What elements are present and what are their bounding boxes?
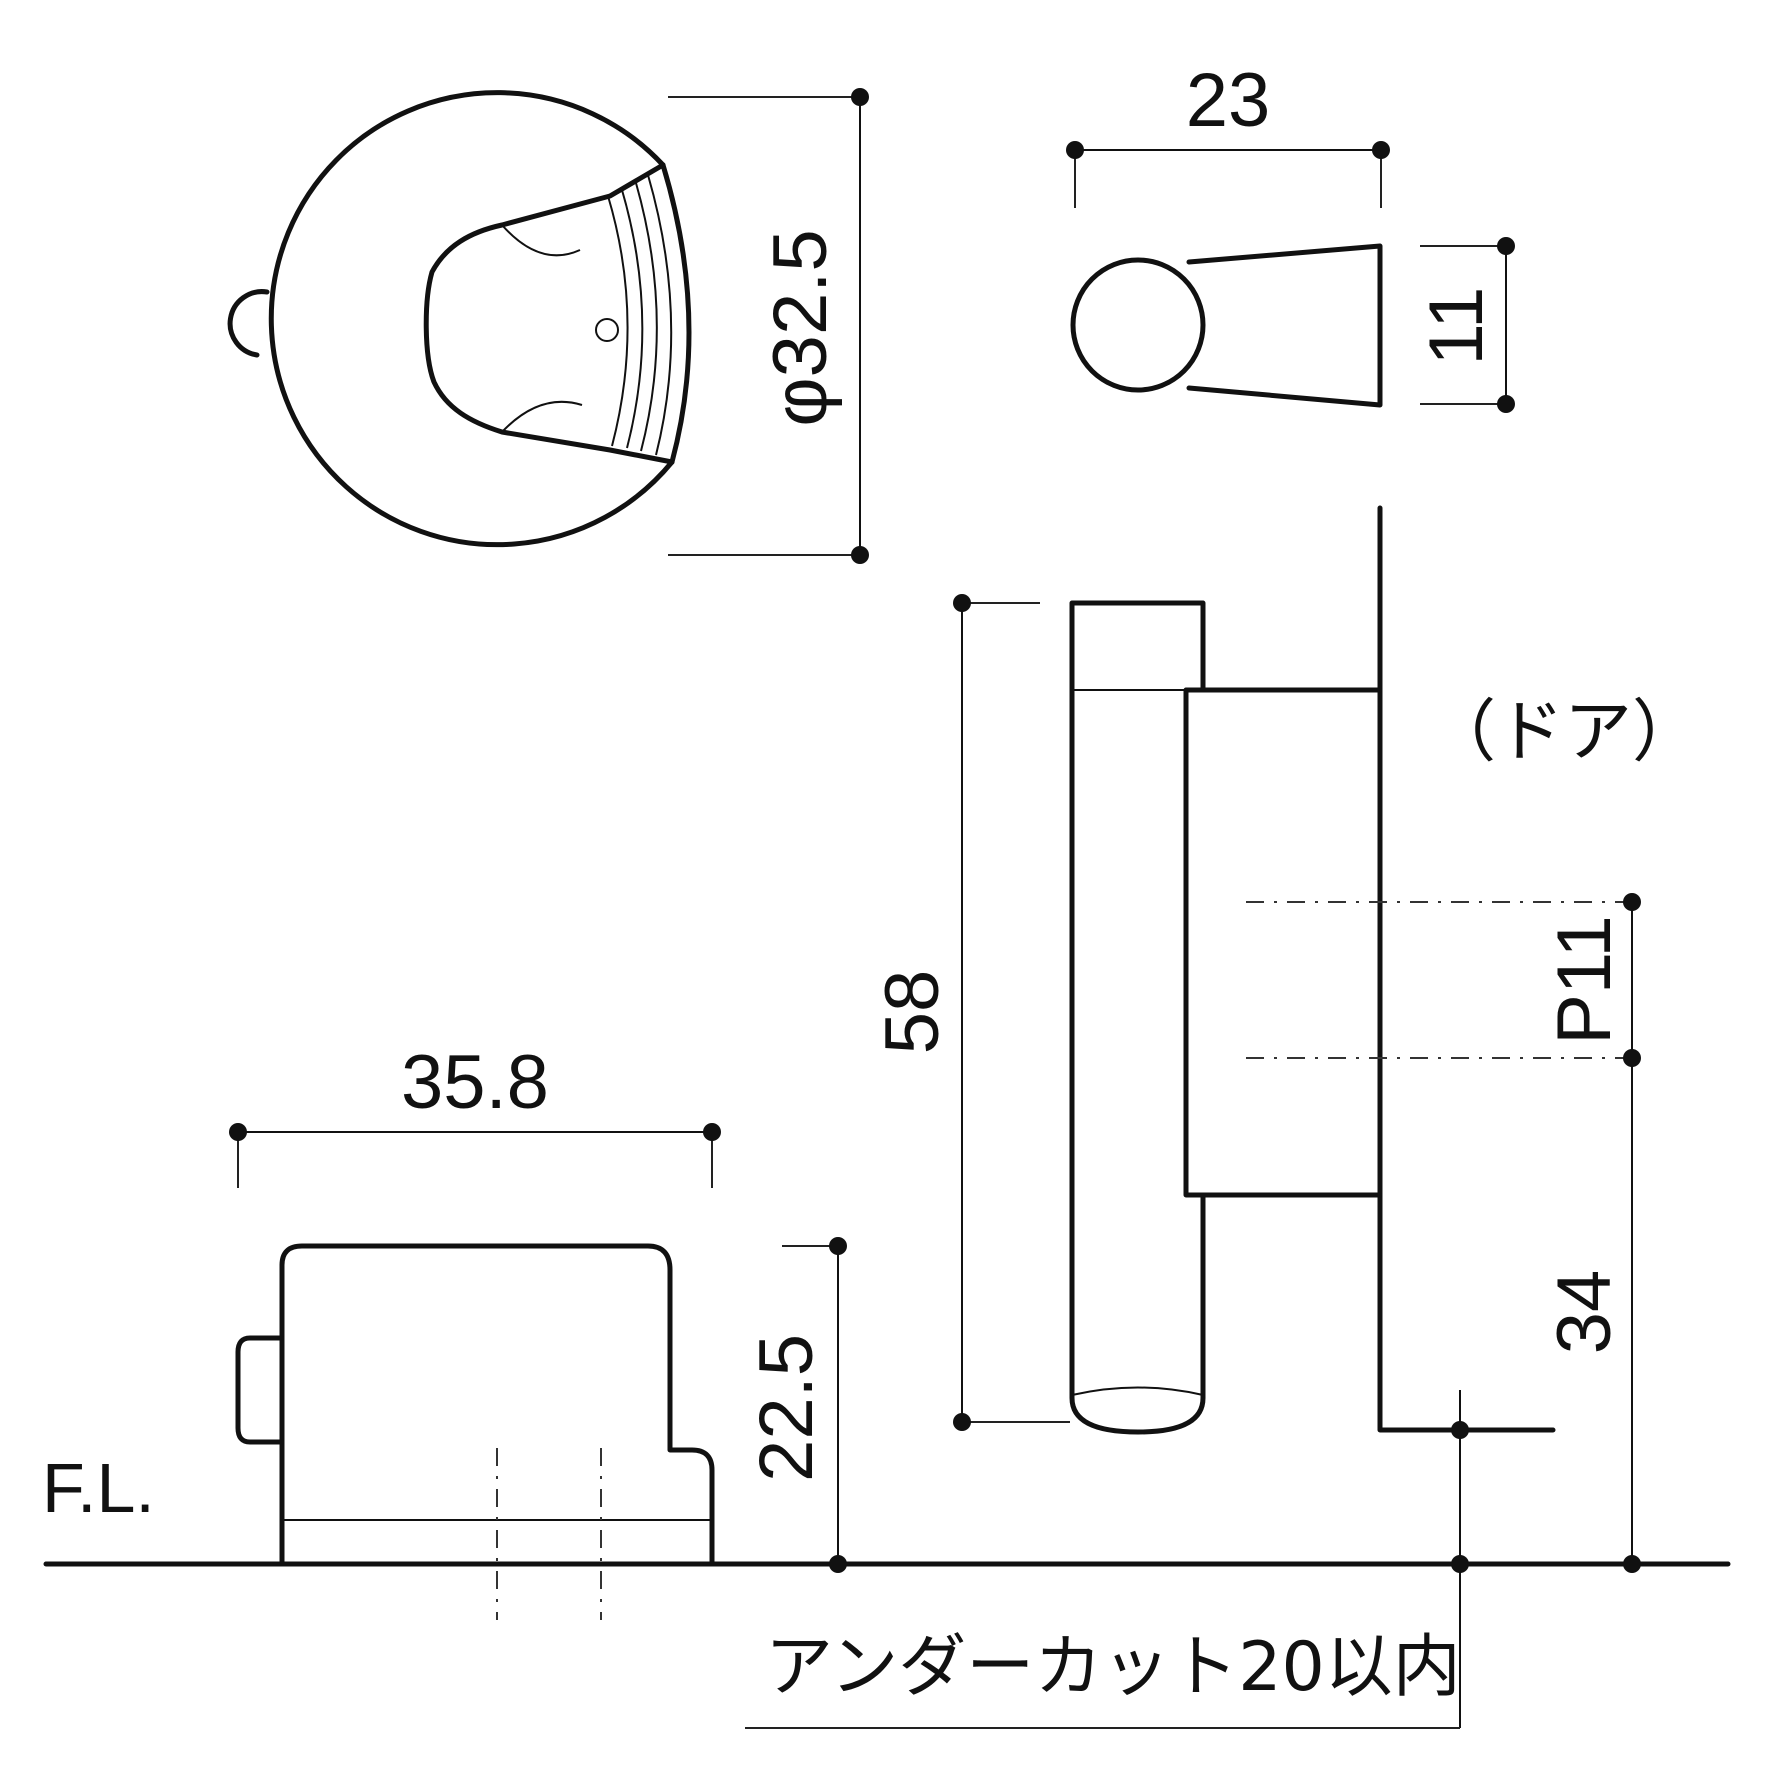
height-total-label: 58 — [870, 970, 955, 1055]
base-height-label: 22.5 — [744, 1334, 829, 1482]
dimension-base-width: 35.8 — [229, 1040, 721, 1188]
dimension-diameter: φ32.5 — [668, 88, 869, 564]
dimension-base-height: 22.5 — [744, 1237, 847, 1573]
dimension-undercut: アンダーカット20以内 — [745, 1390, 1469, 1729]
dimension-height-total: 58 — [870, 594, 1070, 1431]
base-width-label: 35.8 — [401, 1040, 549, 1125]
door-label: （ドア） — [1428, 693, 1700, 772]
side-view-knob — [1070, 243, 1383, 408]
pitch-label: P11 — [1542, 915, 1627, 1045]
dimension-thickness: 11 — [1414, 237, 1515, 413]
height-from-floor-label: 34 — [1542, 1270, 1627, 1355]
diameter-label: φ32.5 — [758, 229, 843, 426]
floor-holder: F.L. — [42, 1243, 1731, 1620]
dimension-width-top: 23 — [1066, 58, 1390, 208]
door-elevation: （ドア） — [1069, 505, 1700, 1435]
dimension-height-from-floor: 34 — [1542, 1270, 1641, 1573]
width-top-label: 23 — [1186, 58, 1271, 143]
floor-label: F.L. — [42, 1449, 155, 1527]
dimension-pitch: P11 — [1542, 893, 1641, 1564]
thickness-label: 11 — [1414, 287, 1499, 366]
plan-view-circle — [227, 90, 692, 548]
undercut-label: アンダーカット20以内 — [765, 1628, 1461, 1707]
